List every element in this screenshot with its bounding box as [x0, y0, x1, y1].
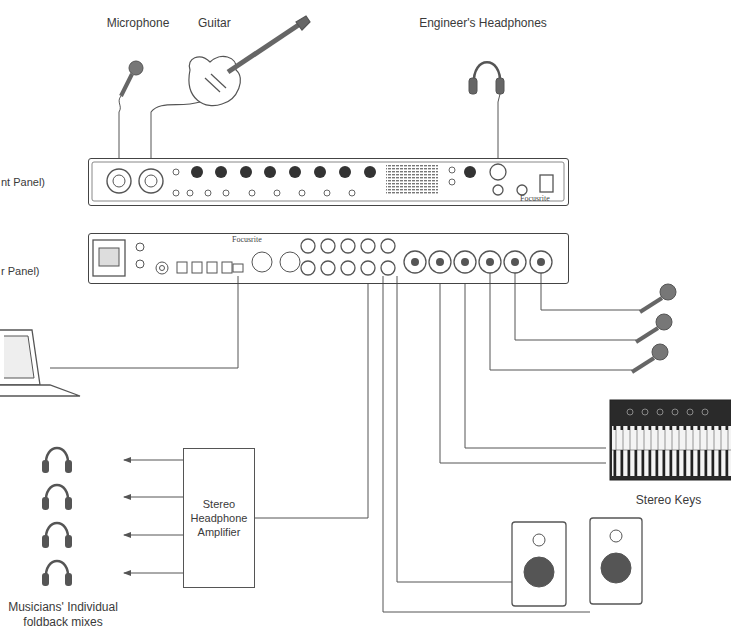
- node-label: Stereo Keys: [606, 493, 731, 508]
- front-panel-details: [92, 162, 564, 201]
- front-brand: Focusrite: [520, 194, 550, 203]
- cable-connector: [255, 284, 368, 518]
- guitar-icon: [151, 16, 310, 112]
- cable-connector: [124, 573, 183, 574]
- cable-connector: [151, 112, 152, 158]
- cable-connector: [498, 102, 499, 158]
- microphone-icon: [119, 61, 143, 112]
- node-label: Microphone: [98, 16, 178, 31]
- cable-connector: [124, 535, 183, 536]
- foldback-headphones: Musicians' Individual foldback mixes: [2, 438, 124, 630]
- headphones-icon: [469, 62, 504, 102]
- node-label: nt Panel): [1, 175, 45, 190]
- node-label: Musicians' Individual foldback mixes: [2, 600, 124, 630]
- node-label: Engineer's Headphones: [404, 16, 562, 31]
- stereo-keys: Stereo Keys: [606, 398, 731, 508]
- rear-brand: Focusrite: [232, 235, 262, 244]
- foldback-headphones: [42, 448, 72, 586]
- rear-panel-details: [93, 239, 552, 276]
- node-label: r Panel): [1, 264, 40, 279]
- microphone: Microphone: [98, 12, 178, 112]
- microphone-icons: [490, 273, 676, 372]
- keyboard-icon: [610, 400, 731, 480]
- cable-connector: [124, 497, 183, 498]
- node-label: Guitar: [198, 16, 231, 31]
- front-panel: nt Panel): [88, 158, 569, 206]
- laptop-icon: [0, 276, 238, 396]
- cable-connector: [119, 112, 120, 158]
- guitar: Guitar: [140, 12, 310, 112]
- rear-panel: r Panel): [88, 233, 569, 284]
- node-label: Stereo Headphone Amplifier: [184, 497, 254, 539]
- cable-connector: [440, 284, 606, 463]
- engineer-headphones: Engineer's Headphones: [404, 12, 562, 102]
- speaker-icons: [383, 276, 642, 612]
- headphone-amplifier: Stereo Headphone Amplifier: [183, 448, 255, 588]
- cable-connector: [465, 284, 606, 448]
- cable-connector: [124, 460, 183, 461]
